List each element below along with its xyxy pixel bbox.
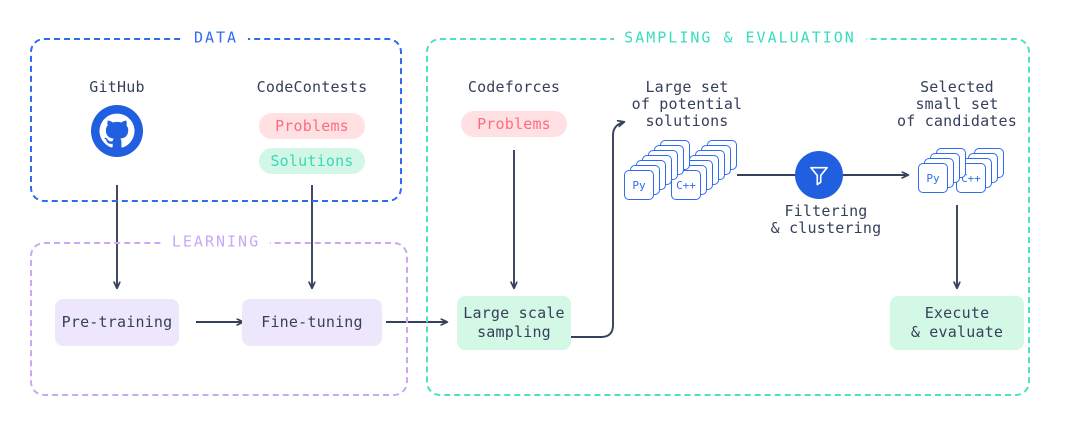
card-front-py-small: Py xyxy=(918,163,948,193)
arrow-sampling-to-large-set xyxy=(570,122,624,338)
heading-codecontests: CodeContests xyxy=(256,78,368,96)
funnel-icon xyxy=(795,151,843,199)
card-stack-large: C++ Py xyxy=(624,140,744,202)
group-label-learning: LEARNING xyxy=(161,234,271,250)
heading-codeforces: Codeforces xyxy=(467,78,561,96)
heading-github: GitHub xyxy=(89,78,145,96)
caption-filtering-clustering: Filtering & clustering xyxy=(770,202,882,237)
heading-selected-set: Selected small set of candidates xyxy=(897,78,1017,130)
group-label-data: DATA xyxy=(183,30,249,46)
pill-problems: Problems xyxy=(259,113,365,139)
pill-solutions: Solutions xyxy=(259,148,365,174)
heading-large-set: Large set of potential solutions xyxy=(631,78,743,130)
card-stack-small: C++ Py xyxy=(918,148,1004,198)
pill-codeforces-problems: Problems xyxy=(461,111,567,137)
group-label-sampling: SAMPLING & EVALUATION xyxy=(614,30,866,46)
node-large-scale-sampling: Large scale sampling xyxy=(457,296,571,350)
node-execute-evaluate: Execute & evaluate xyxy=(890,296,1024,350)
github-icon xyxy=(91,105,143,157)
node-fine-tuning: Fine-tuning xyxy=(242,299,382,346)
node-pre-training: Pre-training xyxy=(55,299,179,346)
card-front-py: Py xyxy=(624,170,654,200)
